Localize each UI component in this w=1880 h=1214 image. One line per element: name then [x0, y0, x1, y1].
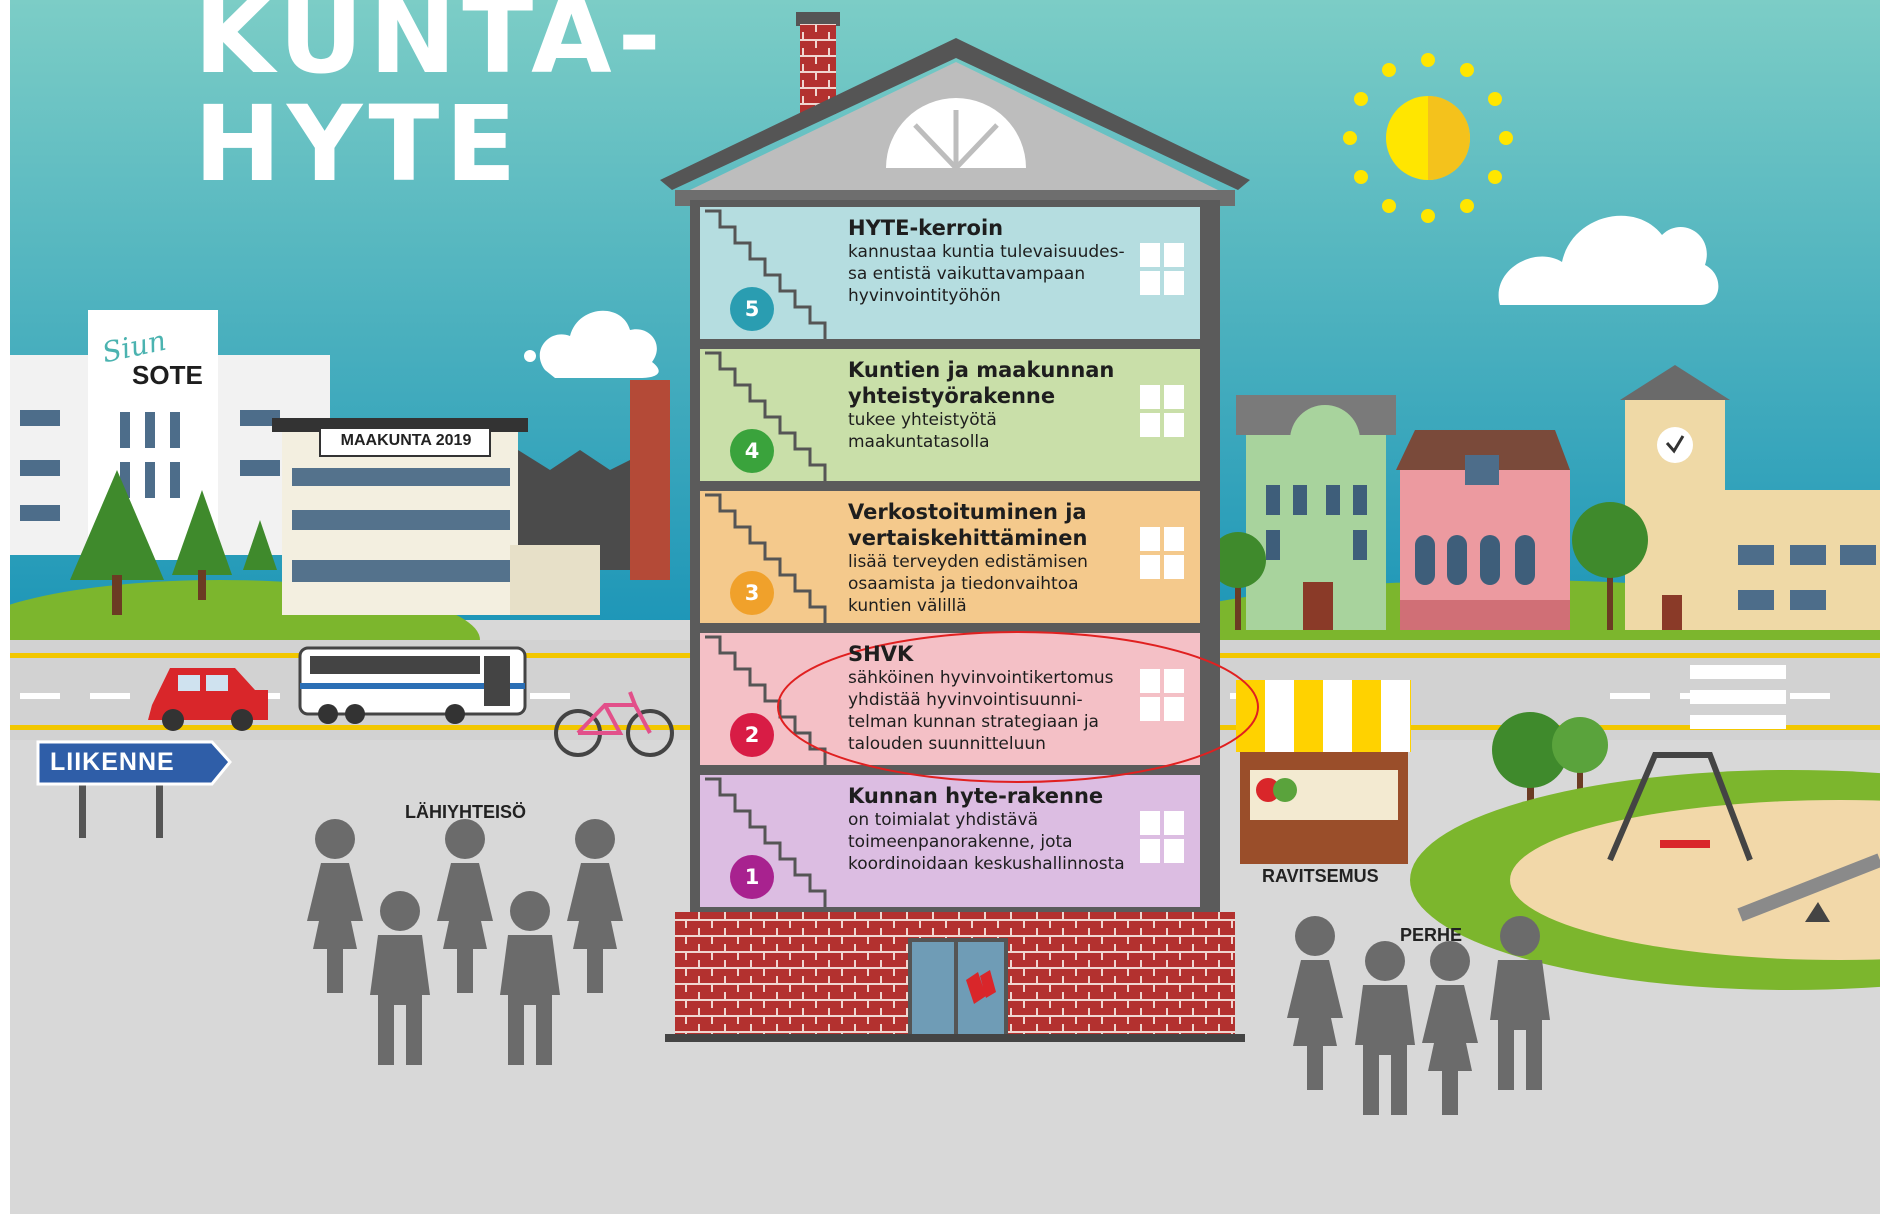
floor-2 — [700, 633, 1200, 765]
floor-heading: SHVK — [848, 642, 914, 666]
liikenne-sign-icon — [36, 740, 232, 838]
cloud-icon — [1498, 215, 1719, 305]
sun-icon — [1343, 53, 1513, 223]
small-cloud-icon — [524, 310, 659, 378]
infographic-scene: KUNTA- HYTE Siun SOTE MAAKUNTA 2019 LIIK… — [10, 0, 1880, 1214]
pink-house — [1396, 430, 1570, 630]
maakunta-sign: MAAKUNTA 2019 — [340, 432, 472, 449]
floor-body-line: toimeenpanorakenne, jota — [848, 832, 1073, 852]
floor-body-line: lisää terveyden edistämisen — [848, 552, 1088, 572]
floor-number-badge: 2 — [730, 713, 774, 757]
floor-number-badge: 4 — [730, 429, 774, 473]
bicycle-icon — [554, 691, 674, 757]
pine-tree-icon — [70, 470, 277, 615]
floor-heading: Kuntien ja maakunnan yhteistyörakenne — [848, 358, 1115, 408]
scene-illustration — [10, 0, 1880, 1214]
floor-body-line: maakuntatasolla — [848, 432, 990, 452]
floor-body-line: sa entistä vaikuttavampaan — [848, 264, 1086, 284]
floors-layer — [700, 207, 1200, 907]
stairs-icon — [705, 777, 827, 907]
floor-body-line: kuntien välillä — [848, 596, 967, 616]
window-icon — [1140, 243, 1184, 295]
floor-4 — [700, 349, 1200, 481]
floor-heading: HYTE-kerroin — [848, 216, 1004, 240]
floor-body-line: koordinoidaan keskushallinnosta — [848, 854, 1125, 874]
floor-body-line: talouden suunnitteluun — [848, 734, 1046, 754]
floor-body-line: tukee yhteistyötä — [848, 410, 997, 430]
lahiyhteiso-label: LÄHIYHTEISÖ — [405, 802, 527, 822]
highlight-ellipse — [777, 631, 1259, 783]
floor-heading: Kunnan hyte-rakenne — [848, 784, 1104, 808]
bus-icon — [298, 646, 527, 724]
page-title: KUNTA- HYTE — [194, 0, 667, 198]
round-tree-icon — [1210, 502, 1648, 840]
green-house — [1236, 395, 1396, 630]
floor-body-line: kannustaa kuntia tulevaisuudes- — [848, 242, 1125, 262]
floor-body-line: hyvinvointityöhön — [848, 286, 1001, 306]
floor-body-line: sähköinen hyvinvointikertomus — [848, 668, 1114, 688]
window-icon — [1140, 385, 1184, 437]
maakunta-building — [272, 380, 670, 615]
floor-3 — [700, 491, 1200, 623]
stairs-icon — [705, 493, 827, 623]
floor-body-line: osaamista ja tiedonvaihtoa — [848, 574, 1079, 594]
floor-number-badge: 5 — [730, 287, 774, 331]
floor-body-line: on toimialat yhdistävä — [848, 810, 1039, 830]
perhe-label: PERHE — [1400, 925, 1463, 945]
car-icon — [148, 668, 268, 731]
floor-number-badge: 3 — [730, 571, 774, 615]
window-icon — [1140, 811, 1184, 863]
floor-5 — [700, 207, 1200, 339]
floor-body-line: yhdistää hyvinvointisuunni- — [848, 690, 1083, 710]
stairs-icon — [705, 635, 827, 765]
liikenne-sign-label: LIIKENNE — [50, 748, 175, 776]
window-icon — [1140, 527, 1184, 579]
ravitsemus-label: RAVITSEMUS — [1262, 866, 1379, 886]
floor-number-badge: 1 — [730, 855, 774, 899]
title-line-1: KUNTA- — [194, 0, 667, 97]
title-line-2: HYTE — [194, 83, 523, 205]
window-icon — [1140, 669, 1184, 721]
market-stall-icon — [1236, 680, 1411, 864]
school-building — [1620, 365, 1880, 630]
floor-body-line: telman kunnan strategiaan ja — [848, 712, 1099, 732]
stairs-icon — [705, 209, 827, 339]
stairs-icon — [705, 351, 827, 481]
sote-logo-text: SOTE — [132, 360, 203, 390]
floor-heading: Verkostoituminen ja vertaiskehittäminen — [848, 500, 1088, 550]
floor-1 — [700, 775, 1200, 907]
